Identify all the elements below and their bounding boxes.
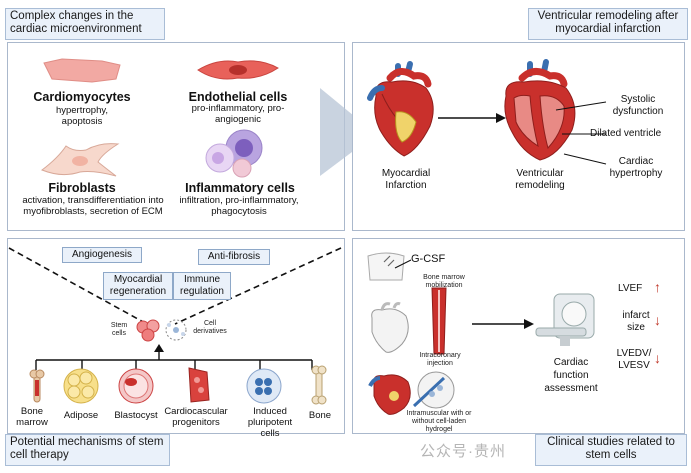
progression-arrow [438,113,506,123]
panel-title-remodeling: Ventricular remodeling after myocardial … [528,8,688,40]
label-stem-cells: Stem cells [110,322,128,337]
stem-cells-illustration [136,319,160,342]
transition-triangle [320,88,376,176]
fibroblast-illustration [40,143,120,177]
panel-stem-cell-mechanisms [7,238,345,434]
panel-title-clinical: Clinical studies related to stem cells [535,434,687,466]
inflammatory-cells-illustration [205,129,263,178]
infarcted-heart-illustration [367,61,434,157]
source-adipose: Adipose [63,410,99,421]
cardiomyocyte-illustration [43,58,121,83]
desc-cardiomyocytes: hypertrophy, apoptosis [55,105,109,127]
source-bone: Bone [308,410,332,421]
label-cell-derivatives: Cell derivatives [193,320,227,335]
label-myocardial-infarction: Myocardial Infarction [381,168,431,191]
coronary-vessel-illustration [431,287,447,355]
remodeling-callout-lines [555,101,607,165]
cardiovascular-progenitors-icon [188,367,210,403]
intramuscular-heart-illustration [368,374,411,415]
hydrogel-injection-illustration [412,371,455,409]
label-fibroblasts: Fibroblasts [48,181,116,195]
desc-inflammatory-cells: infiltration, pro-inflammatory, phagocyt… [179,195,299,217]
mechanism-immune-regulation: Immune regulation [173,272,231,300]
source-induced-pluripotent-cells: Induced pluripotent cells [247,406,293,439]
label-cardiac-function-assessment: Cardiac function assessment [544,357,598,394]
label-ventricular-remodeling: Ventricular remodeling [515,168,565,191]
callout-cardiac-hypertrophy: Cardiac hypertrophy [609,156,663,179]
mri-scanner-illustration [535,293,595,346]
source-tree-lines [35,344,313,370]
bone-icon [311,365,327,405]
cell-derivatives-illustration [165,319,187,341]
clinical-arrow [472,319,534,329]
watermark: 公众号·贵州 [420,443,506,460]
source-cardiovascular-progenitors: Cardiocascular progenitors [164,406,228,428]
adipose-icon [63,368,99,404]
blastocyst-icon [118,368,154,404]
source-bone-marrow: Bone marrow [16,406,48,428]
endothelial-cell-illustration [197,60,279,80]
mechanism-anti-fibrosis: Anti-fibrosis [198,249,270,265]
metric-infarct-size: infarct size [622,310,650,333]
torso-injection-illustration [367,252,405,281]
label-endothelial-cells: Endothelial cells [188,90,288,104]
remodeled-heart-illustration [504,59,576,161]
label-g-csf: G-CSF [411,253,446,265]
mechanism-funnel-lines [8,247,342,325]
up-arrow-icon: ↑ [654,279,661,295]
callout-dilated-ventricle: Dilated ventricle [590,128,662,139]
bone-marrow-icon [29,369,45,403]
mechanism-myocardial-regeneration: Myocardial regeneration [103,272,173,300]
metric-lvef: LVEF [618,283,643,294]
label-intramuscular-injection: Intramuscular with or without cell-laden… [406,410,472,433]
panel-title-mechanisms: Potential mechanisms of stem cell therap… [5,434,170,466]
induced-pluripotent-cells-icon [246,368,282,404]
desc-fibroblasts: activation, transdifferentiation into my… [22,195,164,217]
label-inflammatory-cells: Inflammatory cells [185,181,295,195]
treatment-heart-outline [371,302,409,353]
mechanism-angiogenesis: Angiogenesis [62,247,142,263]
metric-lvedv-lvesv: LVEDV/ LVESV [616,348,652,371]
label-bone-marrow-mobilization: Bone marrow mobilization [423,274,465,289]
down-arrow-icon-2: ↓ [654,350,661,366]
source-blastocyst: Blastocyst [114,410,158,421]
panel-title-microenvironment: Complex changes in the cardiac microenvi… [5,8,165,40]
label-intracoronary-injection: Intracoronary injection [419,352,461,367]
callout-systolic-dysfunction: Systolic dysfunction [612,94,664,117]
g-csf-pointer [394,259,412,269]
label-cardiomyocytes: Cardiomyocytes [33,90,131,104]
down-arrow-icon: ↓ [654,312,661,328]
desc-endothelial-cells: pro-inflammatory, pro-angiogenic [191,103,285,125]
